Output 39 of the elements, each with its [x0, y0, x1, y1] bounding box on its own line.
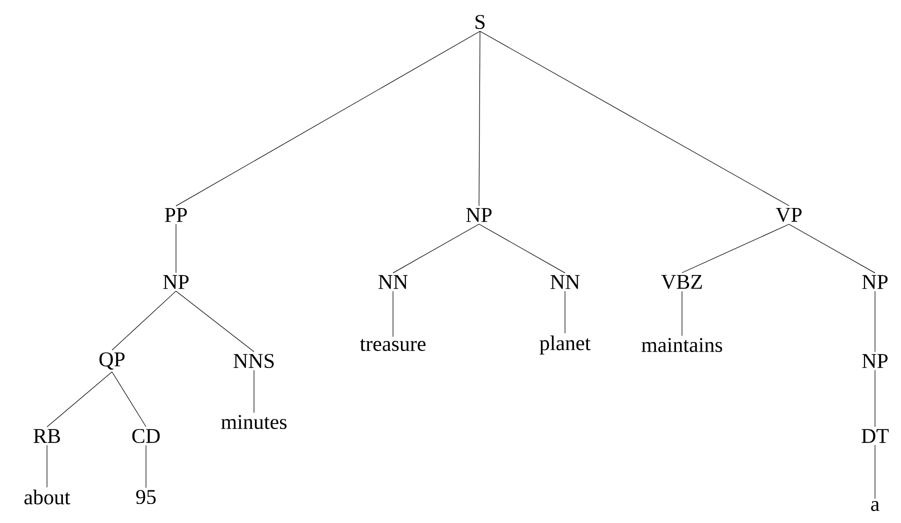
tree-branch	[788, 224, 876, 274]
tree-branch	[480, 30, 790, 206]
tree-branch	[874, 370, 876, 428]
tree-label: a	[871, 500, 880, 512]
tree-branch	[682, 224, 790, 274]
tree-branch	[392, 224, 480, 274]
tree-branch	[478, 224, 566, 274]
tree-branch	[46, 372, 112, 428]
tree-label: about	[24, 490, 70, 504]
tree-branch	[176, 290, 254, 352]
tree-branch	[112, 372, 146, 428]
tree-branch	[874, 290, 876, 352]
tree-label: NP	[862, 275, 888, 289]
tree-label: planet	[540, 335, 591, 355]
tree-branch	[176, 30, 480, 206]
tree-label: NN	[378, 275, 408, 289]
tree-label: CD	[132, 428, 160, 444]
tree-branch	[874, 444, 876, 500]
tree-label: QP	[99, 352, 125, 370]
tree-label: minutes	[221, 414, 287, 430]
tree-label: S	[476, 14, 485, 30]
tree-label: maintains	[642, 338, 722, 352]
tree-label: NNS	[234, 354, 274, 368]
tree-branch	[564, 290, 566, 334]
tree-label: VP	[776, 208, 802, 222]
tree-label: NP	[862, 354, 888, 368]
tree-label: NN	[550, 275, 580, 289]
tree-label: VBZ	[661, 274, 702, 290]
tree-branch	[112, 290, 176, 350]
tree-branch	[46, 444, 48, 488]
tree-label: PP	[164, 208, 187, 222]
tree-label: DT	[862, 429, 889, 443]
tree-label: treasure	[360, 339, 426, 352]
tree-branch	[392, 290, 394, 338]
tree-label: 95	[136, 490, 156, 504]
tree-label: NP	[466, 208, 492, 222]
tree-label: NP	[163, 275, 189, 289]
tree-branch	[478, 30, 480, 206]
tree-label: RB	[34, 429, 60, 443]
